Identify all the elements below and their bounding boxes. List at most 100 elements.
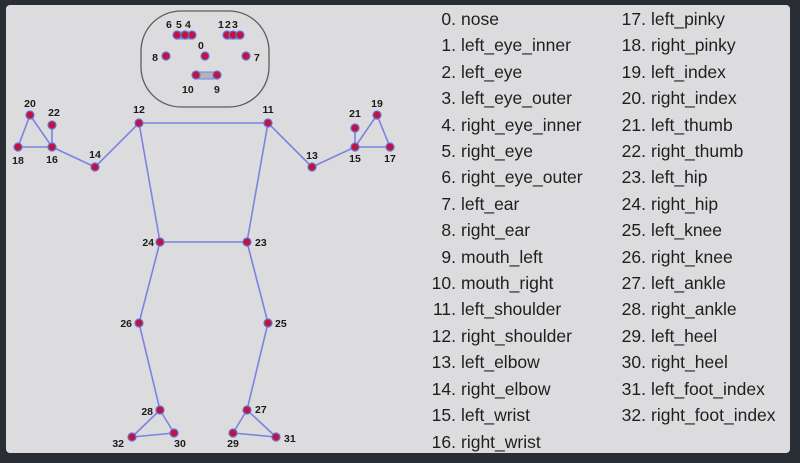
- bone-11-23: [246, 122, 269, 243]
- legend-name: left_eye_inner: [461, 35, 571, 56]
- legend-index: 10.: [431, 273, 456, 294]
- joint-label-25: 25: [275, 318, 287, 330]
- joint-left_shoulder: [263, 118, 273, 128]
- legend-name: right_pinky: [651, 35, 736, 56]
- legend-name: left_elbow: [461, 352, 540, 373]
- joint-left_heel: [228, 428, 238, 438]
- joint-label-7: 7: [254, 52, 260, 64]
- joint-label-32: 32: [112, 438, 124, 450]
- joint-label-4: 4: [185, 19, 191, 31]
- joint-label-31: 31: [284, 433, 296, 445]
- joint-left_ankle: [242, 405, 252, 415]
- legend-name: right_foot_index: [651, 405, 776, 426]
- legend-item: 21.left_thumb: [616, 112, 776, 138]
- legend-item: 3.left_eye_outer: [426, 85, 583, 111]
- joint-right_ear: [161, 51, 171, 61]
- legend-name: right_hip: [651, 193, 719, 214]
- bone-30-32: [131, 432, 175, 438]
- bone-11-13: [267, 122, 313, 168]
- joint-mouth_left: [212, 70, 222, 80]
- joint-label-28: 28: [141, 406, 153, 418]
- legend-name: left_eye: [461, 61, 523, 82]
- bone-24-26: [138, 241, 161, 324]
- joint-right_wrist: [47, 142, 57, 152]
- joint-label-17: 17: [384, 153, 396, 165]
- legend-item: 1.left_eye_inner: [426, 32, 583, 58]
- joint-label-3: 3: [232, 19, 238, 31]
- legend-index: 4.: [441, 114, 456, 135]
- bone-15-19: [354, 114, 378, 148]
- legend-item: 16.right_wrist: [426, 429, 583, 454]
- legend-name: left_eye_outer: [461, 88, 572, 109]
- legend-item: 0.nose: [426, 6, 583, 32]
- legend-item: 13.left_elbow: [426, 349, 583, 375]
- legend-name: left_heel: [651, 325, 718, 346]
- joint-right_hip: [155, 237, 165, 247]
- legend-index: 15.: [431, 405, 456, 426]
- legend-name: mouth_right: [461, 273, 554, 294]
- joint-label-9: 9: [214, 84, 220, 96]
- legend-name: right_eye_outer: [461, 167, 583, 188]
- joint-label-16: 16: [46, 154, 58, 166]
- joint-right_ankle: [155, 405, 165, 415]
- legend-index: 7.: [441, 193, 456, 214]
- legend-item: 7.left_ear: [426, 191, 583, 217]
- legend-name: left_pinky: [651, 9, 725, 29]
- bone-13-15: [311, 146, 356, 168]
- legend-item: 22.right_thumb: [616, 138, 776, 164]
- joint-label-22: 22: [48, 107, 60, 119]
- bone-26-28: [138, 322, 161, 411]
- joint-label-1: 1: [218, 19, 224, 31]
- bone-17-19: [376, 114, 391, 148]
- bone-27-31: [246, 409, 277, 438]
- legend-name: right_shoulder: [461, 325, 572, 346]
- joint-left_eye_outer: [235, 30, 245, 40]
- legend-index: 20.: [621, 88, 646, 109]
- legend-name: left_knee: [651, 220, 723, 241]
- legend-item: 25.left_knee: [616, 217, 776, 243]
- joint-label-5: 5: [176, 19, 182, 31]
- legend-index: 17.: [621, 9, 646, 29]
- joint-right_heel: [169, 428, 179, 438]
- joint-left_pinky: [385, 142, 395, 152]
- legend-item: 5.right_eye: [426, 138, 583, 164]
- legend-index: 9.: [441, 246, 456, 267]
- joint-right_eye: [180, 30, 190, 40]
- legend-index: 12.: [431, 325, 456, 346]
- legend-index: 6.: [441, 167, 456, 188]
- joint-label-18: 18: [12, 155, 24, 167]
- legend-item: 29.left_heel: [616, 323, 776, 349]
- joint-label-10: 10: [182, 84, 194, 96]
- joint-label-0: 0: [198, 40, 204, 52]
- joint-label-30: 30: [174, 438, 186, 450]
- legend-item: 28.right_ankle: [616, 296, 776, 322]
- legend-name: left_thumb: [651, 114, 733, 135]
- legend-index: 19.: [621, 61, 646, 82]
- bone-29-31: [232, 432, 277, 438]
- legend-index: 31.: [621, 378, 646, 399]
- joint-label-8: 8: [152, 52, 158, 64]
- joint-right_index: [25, 110, 35, 120]
- legend-index: 27.: [621, 273, 646, 294]
- bone-12-24: [138, 122, 161, 243]
- legend-index: 26.: [621, 246, 646, 267]
- legend-item: 10.mouth_right: [426, 270, 583, 296]
- legend-name: right_wrist: [461, 431, 541, 452]
- legend-item: 27.left_ankle: [616, 270, 776, 296]
- legend-name: left_shoulder: [461, 299, 562, 320]
- legend-index: 2.: [441, 61, 456, 82]
- joint-label-20: 20: [24, 98, 36, 110]
- legend-name: right_ankle: [651, 299, 737, 320]
- legend-index: 13.: [431, 352, 456, 373]
- joint-label-11: 11: [262, 104, 273, 116]
- joint-left_hip: [242, 237, 252, 247]
- legend-index: 32.: [621, 405, 646, 426]
- legend-name: left_foot_index: [651, 378, 765, 399]
- legend-index: 25.: [621, 220, 646, 241]
- legend-name: left_hip: [651, 167, 708, 188]
- joint-mouth_right: [191, 70, 201, 80]
- legend-item: 23.left_hip: [616, 164, 776, 190]
